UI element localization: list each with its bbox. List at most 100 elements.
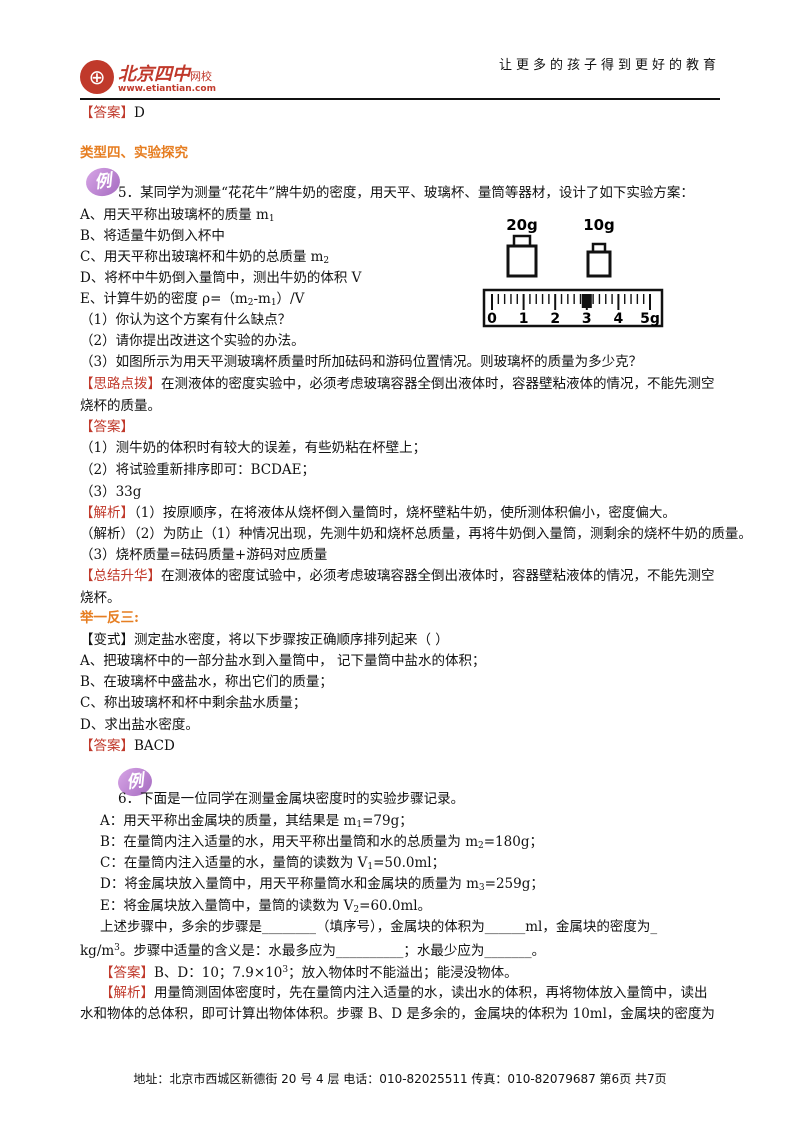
q5-analysis-2: （解析）（2）为防止（1）种情况出现，先测牛奶和烧杯总质量，再将牛奶倒入量筒，测… — [80, 526, 752, 542]
step-text: =79g； — [362, 813, 413, 829]
q5-question-3: （3）如图所示为用天平测玻璃杯质量时所加砝码和游码位置情况。则玻璃杯的质量为多少… — [80, 354, 643, 370]
summary-text: 在测液体的密度试验中，必须考虑玻璃容器全倒出液体时，容器壁粘液体的情况，不能先测… — [161, 568, 715, 584]
subscript: 2 — [353, 905, 360, 915]
rider-scale-frame — [482, 288, 664, 328]
step-text: =60.0ml。 — [359, 898, 432, 914]
subscript: 1 — [270, 298, 277, 308]
q5-summary: 【总结升华】在测液体的密度试验中，必须考虑玻璃容器全倒出液体时，容器壁粘液体的情… — [80, 566, 715, 586]
q5-answer-1: （1）测牛奶的体积时有较大的误差，有些奶粘在杯壁上； — [80, 440, 427, 456]
superscript: 3 — [114, 943, 120, 953]
tick-label: 2 — [550, 311, 560, 327]
step-text: A：用天平称出金属块的质量，其结果是 m — [100, 813, 357, 829]
step-text: =259g； — [484, 876, 544, 892]
header-slogan: 让更多的孩子得到更好的教育 — [498, 58, 720, 73]
hint-tag: 【思路点拨】 — [80, 376, 161, 392]
superscript: 3 — [282, 965, 289, 975]
tick-label: 5g — [640, 311, 660, 327]
q5-stem: 5．某同学为测量“花花牛”牌牛奶的密度，用天平、玻璃杯、量筒等器材，设计了如下实… — [118, 185, 694, 201]
logo-name: 北京四中 — [118, 64, 190, 85]
q5-answer-2: （2）将试验重新排序即可：BCDAE； — [80, 462, 316, 478]
q6-stem: 6．下面是一位同学在测量金属块密度时的实验步骤记录。 — [118, 791, 465, 807]
scale-ticks — [491, 294, 651, 310]
practice-step-d: D、求出盐水密度。 — [80, 717, 199, 733]
q5-question-1: （1）你认为这个方案有什么缺点？ — [80, 312, 292, 328]
q6-step-d: D：将金属块放入量筒中，用天平称量筒水和金属块的质量为 m3=259g； — [100, 874, 544, 898]
answer-text: D — [134, 105, 145, 121]
q5-option-c-text: C、用天平称出玻璃杯和牛奶的总质量 m — [80, 249, 324, 265]
tick-label: 1 — [519, 311, 529, 327]
weight-10g-label: 10g — [583, 216, 615, 234]
fill-text: 。步骤中适量的含义是：水最多应为__________；水最少应为_______。 — [119, 943, 546, 959]
subscript: 1 — [367, 862, 374, 872]
q6-analysis-cont: 水和物体的总体积，即可计算出物体体积。步骤 B、D 是多余的，金属块的体积为 1… — [80, 1006, 715, 1022]
subscript: 2 — [323, 256, 330, 266]
answer-text: ；放入物体时不能溢出；能浸没物体。 — [288, 965, 518, 981]
q5-analysis-3: （3）烧杯质量=砝码质量+游码对应质量 — [80, 547, 328, 563]
q5-option-a: A、用天平称出玻璃杯的质量 m1 — [80, 205, 275, 229]
step-text: C：在量筒内注入适量的水，量筒的读数为 V — [100, 855, 368, 871]
formula-part: E、计算牛奶的密度 ρ=（m — [80, 291, 248, 307]
subscript: 2 — [247, 298, 254, 308]
weight-20g-label: 20g — [506, 216, 538, 234]
step-text: =180g； — [483, 834, 543, 850]
q5-analysis-1: 【解析】（1）按原顺序，在将液体从烧杯倒入量筒时，烧杯壁粘牛奶，使所测体积偏小，… — [80, 503, 676, 523]
tick-label: 3 — [582, 311, 592, 327]
q6-fill-2: kg/m3。步骤中适量的含义是：水最多应为__________；水最少应为___… — [80, 938, 545, 961]
rider-marker-icon — [581, 294, 592, 308]
scale-tick-labels: 0 1 2 3 4 5g — [487, 311, 660, 327]
analysis-tag: 【解析】 — [80, 505, 134, 521]
summary-tag: 【总结升华】 — [80, 568, 161, 584]
header-divider — [80, 98, 720, 100]
subscript: 1 — [268, 214, 275, 224]
step-text: D：将金属块放入量筒中，用天平称量筒水和金属块的质量为 m — [100, 876, 479, 892]
fill-text: kg/m — [80, 943, 115, 959]
q5-option-e: E、计算牛奶的密度 ρ=（m2-m1）/V — [80, 289, 304, 313]
q6-step-c: C：在量筒内注入适量的水，量筒的读数为 V1=50.0ml； — [100, 853, 445, 877]
answer-tag: 【答案】 — [80, 105, 134, 121]
practice-step-a: A、把玻璃杯中的一部分盐水到入量筒中， 记下量筒中盐水的体积； — [80, 653, 486, 669]
q6-step-b: B：在量筒内注入适量的水，用天平称出量筒和水的总质量为 m2=180g； — [100, 832, 543, 856]
subscript: 2 — [478, 841, 484, 851]
step-text: =50.0ml； — [373, 855, 446, 871]
answer-text: B、D：10；7.9×10 — [154, 965, 283, 981]
practice-variant: 【变式】测定盐水密度，将以下步骤按正确顺序排列起来（ ） — [80, 632, 449, 648]
q6-fill-1: 上述步骤中，多余的步骤是________（填序号），金属块的体积为______m… — [100, 919, 658, 935]
balance-figure: 20g 10g 0 1 2 3 4 5g — [482, 216, 664, 328]
q5-hint-cont: 烧杯的质量。 — [80, 398, 161, 414]
q6-step-a: A：用天平称出金属块的质量，其结果是 m1=79g； — [100, 811, 413, 835]
q5-answer-tag: 【答案】 — [80, 419, 134, 435]
practice-title: 举一反三: — [80, 610, 139, 626]
weight-10g-icon — [586, 250, 612, 278]
q5-option-a-text: A、用天平称出玻璃杯的质量 m — [80, 207, 269, 223]
practice-step-c: C、称出玻璃杯和杯中剩余盐水质量； — [80, 695, 307, 711]
q6-answer: 【答案】B、D：10；7.9×103；放入物体时不能溢出；能浸没物体。 — [100, 960, 518, 983]
section-title: 类型四、实验探究 — [80, 145, 188, 161]
practice-answer: 【答案】BACD — [80, 736, 175, 756]
q5-summary-cont: 烧杯。 — [80, 590, 121, 606]
analysis-text: 用量筒测固体密度时，先在量筒内注入适量的水，读出水的体积，再将物体放入量筒中，读… — [154, 985, 708, 1001]
page-footer: 地址：北京市西城区新德街 20 号 4 层 电话：010-82025511 传真… — [133, 1072, 667, 1086]
tick-label: 0 — [487, 311, 497, 327]
q5-hint: 【思路点拨】在测液体的密度实验中，必须考虑玻璃容器全倒出液体时，容器壁粘液体的情… — [80, 374, 715, 394]
q5-option-d: D、将杯中牛奶倒入量筒中，测出牛奶的体积 V — [80, 270, 362, 286]
hint-text: 在测液体的密度实验中，必须考虑玻璃容器全倒出液体时，容器壁粘液体的情况，不能先测… — [161, 376, 715, 392]
subscript: 1 — [356, 820, 363, 830]
q5-option-b: B、将适量牛奶倒入杯中 — [80, 228, 225, 244]
q6-analysis: 【解析】用量筒测固体密度时，先在量筒内注入适量的水，读出水的体积，再将物体放入量… — [100, 983, 708, 1003]
weight-20g-icon — [506, 244, 538, 278]
logo-emblem-icon: ⊕ — [80, 60, 114, 94]
tick-label: 4 — [614, 311, 624, 327]
formula-part: -m — [253, 291, 271, 307]
logo-suffix: 网校 — [190, 70, 212, 83]
answer-tag: 【答案】 — [100, 965, 154, 981]
formula-part: ）/V — [276, 291, 305, 307]
site-logo: ⊕ 北京四中网校 www.etiantian.com — [80, 58, 280, 102]
logo-url: www.etiantian.com — [118, 84, 216, 94]
analysis-tag: 【解析】 — [100, 985, 154, 1001]
practice-step-b: B、在玻璃杯中盛盐水，称出它们的质量； — [80, 674, 333, 690]
analysis-text: （1）按原顺序，在将液体从烧杯倒入量筒时，烧杯壁粘牛奶，使所测体积偏小，密度偏大… — [134, 505, 676, 521]
top-answer: 【答案】D — [80, 103, 145, 123]
answer-tag: 【答案】 — [80, 738, 134, 754]
answer-text: BACD — [134, 738, 175, 754]
q6-step-e: E：将金属块放入量筒中，量筒的读数为 V2=60.0ml。 — [100, 896, 431, 920]
